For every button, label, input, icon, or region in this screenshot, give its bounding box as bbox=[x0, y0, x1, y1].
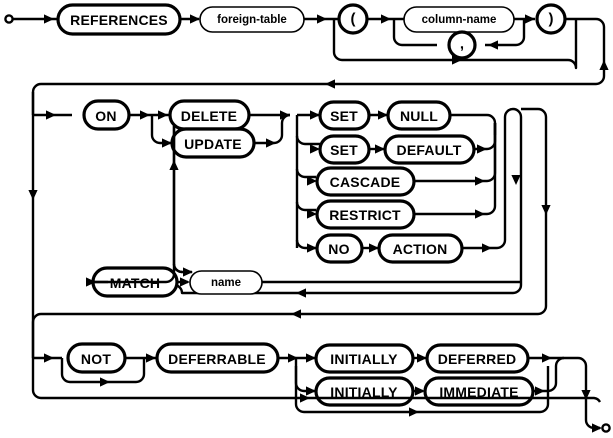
node-comma-label: , bbox=[460, 36, 464, 53]
arrowhead-enter-row3 bbox=[44, 353, 54, 363]
rail-update-merge bbox=[254, 113, 291, 145]
node-set-null-set-label: SET bbox=[330, 108, 358, 124]
start-marker bbox=[4, 14, 14, 24]
rail-spine-to-restrict bbox=[295, 201, 316, 212]
arrowhead-immediate-merge bbox=[535, 386, 545, 396]
node-comma-box bbox=[447, 30, 477, 60]
arrowhead-enter-row2 bbox=[46, 110, 56, 120]
node-rparen-label: ) bbox=[549, 11, 554, 28]
arrowhead-initially2 bbox=[306, 386, 316, 396]
arrowhead-not-bypass bbox=[100, 377, 110, 387]
arrowhead-row3-down bbox=[581, 390, 591, 400]
arrowhead-row1-wrap bbox=[325, 79, 335, 89]
rail-match-feed bbox=[86, 273, 176, 284]
arrowhead-set-default bbox=[310, 144, 320, 154]
arrowhead-no bbox=[307, 243, 317, 253]
arrowhead-end bbox=[592, 423, 602, 433]
arrowhead-foreign-table bbox=[317, 14, 327, 24]
arrowhead-match-feed bbox=[86, 277, 96, 287]
node-null-label: NULL bbox=[400, 108, 438, 124]
arrowhead-on-output-left bbox=[296, 288, 306, 298]
arrowhead-match-2 bbox=[180, 277, 190, 287]
node-on-label: ON bbox=[95, 108, 116, 124]
arrowhead-restrict bbox=[307, 209, 317, 219]
node-initially-immediate-label: INITIALLY bbox=[330, 384, 398, 400]
rail-spine-to-cascade bbox=[295, 168, 316, 179]
arrowhead-references bbox=[190, 14, 200, 24]
arrowhead-set1 bbox=[378, 110, 388, 120]
rail-spine-to-set-default bbox=[295, 135, 320, 146]
node-foreign-table-label: foreign-table bbox=[217, 14, 287, 26]
arrowhead-match bbox=[183, 267, 193, 277]
node-not-label: NOT bbox=[81, 351, 111, 367]
arrowhead-row2-wrap bbox=[291, 309, 301, 319]
arrowhead-cascade-merge bbox=[475, 176, 485, 186]
rail-comma-loop-left bbox=[392, 19, 437, 47]
arrowhead-set2 bbox=[375, 144, 385, 154]
node-references-label: REFERENCES bbox=[70, 12, 168, 28]
rail-null-merge bbox=[450, 113, 497, 135]
arrowhead-initially-bypass bbox=[409, 407, 419, 417]
node-name-label: name bbox=[211, 277, 241, 289]
arrowhead-update-merge bbox=[266, 138, 276, 148]
node-delete-label: DELETE bbox=[181, 108, 237, 124]
rail-action-merge bbox=[462, 107, 514, 250]
arrowhead-set-null bbox=[310, 110, 320, 120]
arrowhead-comma-loop bbox=[488, 40, 498, 50]
arrowhead-initially1 bbox=[417, 353, 427, 363]
node-action-label: ACTION bbox=[393, 241, 448, 257]
arrowhead-no-2 bbox=[369, 243, 379, 253]
arrowhead-row2-down bbox=[541, 205, 551, 215]
node-lparen-label: ( bbox=[351, 11, 356, 28]
arrowhead-column-name bbox=[525, 14, 535, 24]
rail-to-update bbox=[150, 115, 172, 145]
arrowhead-action-merge bbox=[482, 243, 492, 253]
rail-to-initially2 bbox=[294, 358, 316, 393]
arrowhead-deferrable bbox=[288, 353, 298, 363]
arrowhead-row3-bypass bbox=[300, 393, 310, 403]
rail-match-elbow bbox=[172, 263, 183, 274]
arrowhead-left-spine-mid bbox=[28, 190, 38, 200]
arrowhead-on-output-down bbox=[511, 175, 521, 185]
node-update-label: UPDATE bbox=[184, 136, 242, 152]
arrowhead-on-2 bbox=[158, 110, 168, 120]
arrowhead-not bbox=[146, 353, 156, 363]
arrowhead-start bbox=[44, 14, 54, 24]
arrowhead-deferrable-2 bbox=[306, 353, 316, 363]
rail-row2-wrap-to-row3 bbox=[31, 107, 548, 358]
node-deferred-label: DEFERRED bbox=[438, 351, 517, 367]
arrowhead-deferred-out bbox=[542, 353, 552, 363]
rail-initially-bypass bbox=[294, 366, 550, 414]
arrowhead-parens-bypass bbox=[452, 55, 462, 65]
node-initially-deferred-label: INITIALLY bbox=[330, 351, 398, 367]
arrowhead-fanout bbox=[280, 110, 290, 120]
rail-row3-to-end bbox=[560, 356, 600, 430]
arrowhead-cascade bbox=[307, 176, 317, 186]
rail-comma-loop-right bbox=[485, 19, 526, 47]
arrowhead-initially2-2 bbox=[415, 386, 425, 396]
node-no-label: NO bbox=[328, 241, 349, 257]
rail-row1-wrap-to-row2 bbox=[31, 17, 606, 115]
rail-restrict-merge bbox=[414, 123, 497, 216]
node-cascade-label: CASCADE bbox=[330, 174, 401, 190]
arrowhead-restrict-merge bbox=[475, 209, 485, 219]
rail-row3-bypass bbox=[31, 389, 602, 403]
arrowhead-default-merge bbox=[477, 144, 487, 154]
arrowhead-lparen bbox=[381, 14, 391, 24]
node-restrict-label: RESTRICT bbox=[329, 207, 401, 223]
node-set-default-set-label: SET bbox=[330, 142, 358, 158]
end-marker bbox=[601, 423, 611, 433]
node-deferrable-label: DEFERRABLE bbox=[168, 351, 266, 367]
arrowhead-update bbox=[162, 138, 172, 148]
rail-spine-to-no bbox=[295, 239, 316, 250]
node-default-label: DEFAULT bbox=[397, 142, 462, 158]
arrowhead-row1-down bbox=[599, 60, 609, 70]
node-immediate-label: IMMEDIATE bbox=[439, 384, 518, 400]
node-column-name-label: column-name bbox=[422, 14, 497, 26]
rail-on-branch-output bbox=[172, 107, 523, 295]
arrowhead-on bbox=[140, 110, 150, 120]
